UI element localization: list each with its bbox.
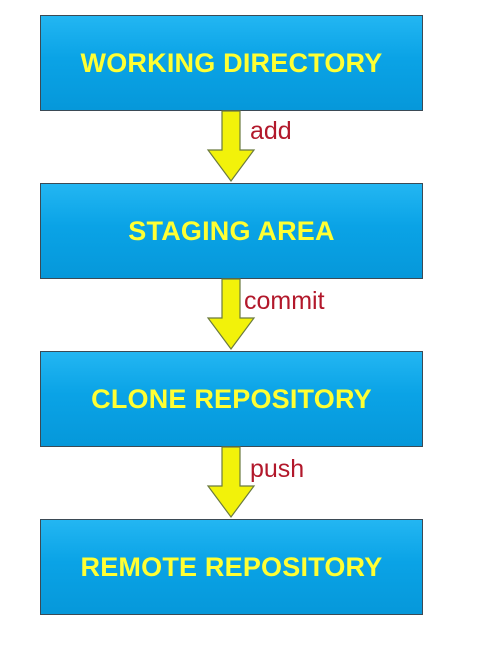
stage-label: STAGING AREA [128,215,335,246]
arrow-down-icon [206,110,256,183]
transition-label-commit: commit [244,287,325,315]
arrow-down-icon [206,278,256,351]
transition-label-push: push [250,455,305,483]
stage-staging-area: STAGING AREA [40,183,423,279]
arrow-down-icon [206,446,256,519]
stage-remote-repository: REMOTE REPOSITORY [40,519,423,615]
stage-label: CLONE REPOSITORY [91,383,372,414]
stage-label: WORKING DIRECTORY [80,47,383,78]
stage-label: REMOTE REPOSITORY [80,551,383,582]
transition-label-add: add [250,117,292,145]
stage-clone-repository: CLONE REPOSITORY [40,351,423,447]
stage-working-directory: WORKING DIRECTORY [40,15,423,111]
